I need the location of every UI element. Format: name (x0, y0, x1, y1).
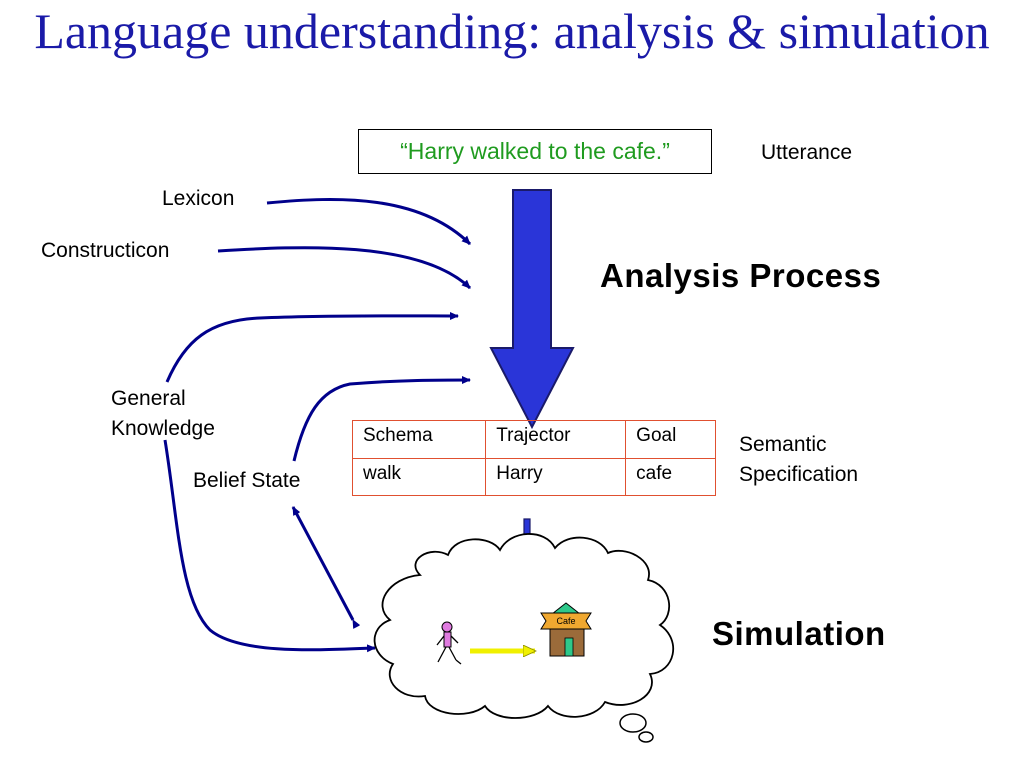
semantic-specification-table: Schema Trajector Goal walk Harry cafe (351, 420, 716, 496)
constructicon-curve (217, 246, 472, 290)
belief-state-label: Belief State (193, 469, 301, 492)
lexicon-curve (266, 198, 472, 246)
belief-state-curve-top (292, 376, 471, 462)
table-cell: cafe (625, 457, 716, 496)
general-knowledge-label: General Knowledge (111, 387, 215, 440)
general-knowledge-curve-bottom (163, 439, 376, 653)
table-header-cell: Trajector (485, 420, 627, 459)
analysis-arrow (489, 189, 575, 430)
cafe-building-icon (540, 602, 592, 657)
analysis-process-label: Analysis Process (600, 257, 882, 294)
table-header-cell: Schema (351, 420, 487, 459)
table-header-cell: Goal (625, 420, 716, 459)
table-cell: Harry (485, 457, 627, 496)
lexicon-label: Lexicon (162, 187, 235, 210)
cloud-bubble-small (638, 731, 654, 743)
utterance-label: Utterance (761, 141, 853, 164)
simulation-cloud (373, 533, 675, 719)
walking-person-icon (436, 621, 462, 665)
utterance-box: “Harry walked to the cafe.” (358, 129, 712, 174)
cafe-sign-text: Cafe (556, 616, 576, 626)
constructicon-label: Constructicon (41, 239, 170, 262)
simulation-label: Simulation (712, 615, 886, 652)
slide-title: Language understanding: analysis & simul… (34, 3, 990, 59)
table-row: walk Harry cafe (351, 457, 716, 496)
utterance-text: “Harry walked to the cafe.” (400, 138, 670, 164)
table-cell: walk (351, 457, 487, 496)
general-knowledge-curve-top (165, 311, 459, 383)
belief-state-double-arrow (291, 506, 361, 629)
table-row: Schema Trajector Goal (351, 420, 716, 459)
semantic-specification-label: Semantic Specification (739, 433, 859, 486)
cloud-bubble-large (619, 713, 647, 733)
